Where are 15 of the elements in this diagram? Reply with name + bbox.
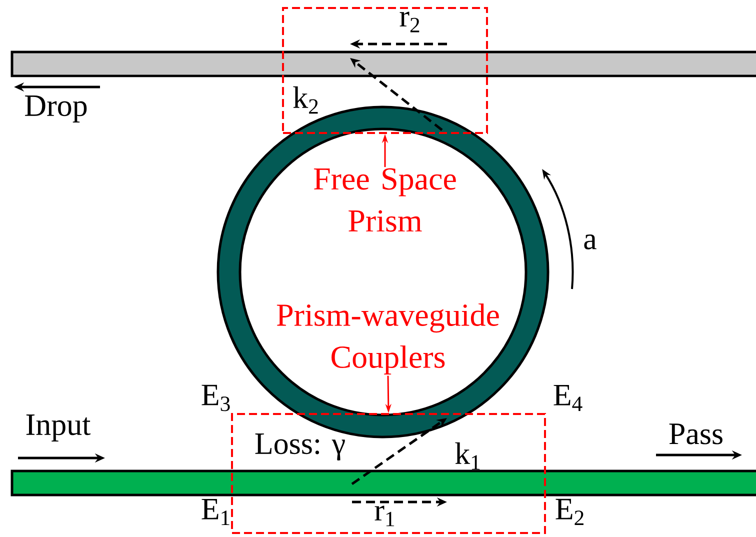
symbol-label: E$_{3}$ xyxy=(202,384,230,412)
symbol-label: E$_{4}$ xyxy=(554,384,582,411)
coupler-box xyxy=(231,413,546,534)
symbol-label: k$_{1}$ xyxy=(455,442,480,470)
symbol-label: Loss: γ xyxy=(255,434,345,460)
annotation-text: Free Space Prism xyxy=(314,168,456,232)
symbol-label: r$_{1}$ xyxy=(374,506,394,526)
symbol-label: r$_{2}$ xyxy=(400,12,420,32)
symbol-label: Input xyxy=(26,414,91,442)
symbol-label: k$_{2}$ xyxy=(293,86,318,114)
annotation-text: Prism-waveguide Couplers xyxy=(276,304,499,374)
symbol-label: a xyxy=(584,234,596,250)
symbol-label: Drop xyxy=(25,96,87,122)
coupler-box xyxy=(282,7,488,134)
symbol-label: Pass xyxy=(669,424,722,444)
